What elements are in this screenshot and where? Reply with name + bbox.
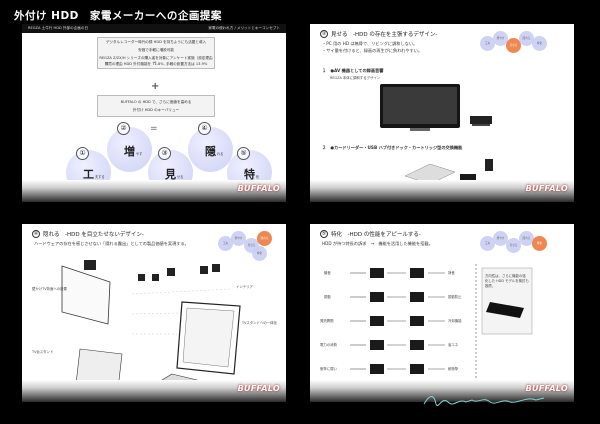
slide-heading: ③ 見せる -HDD の存在を主張するデザイン-	[320, 30, 437, 38]
venn-1: 工夫	[480, 36, 495, 51]
buffalo-logo: BUFFALO	[237, 384, 280, 393]
note-box	[481, 267, 533, 335]
bubble-4	[188, 127, 233, 172]
memory-card-illustration	[485, 159, 493, 171]
bubble-num-1: ①	[76, 147, 89, 160]
slide-footer	[22, 180, 286, 202]
slide-number: ④	[32, 230, 40, 238]
slide-number: ⑤	[320, 230, 328, 238]
slide-header-bar: REGZA 土牛行 HDD 外部の企画の日 家電の使われ方 / メリットとキーコ…	[22, 24, 286, 33]
buffalo-logo: BUFFALO	[525, 184, 568, 193]
section-2: ２ ●カードリーダー・USB ハブ付きドック・カートリッジ型の交換機能	[322, 145, 463, 150]
venn-4: 隠れる	[519, 31, 534, 46]
venn-1: 工夫	[218, 236, 233, 251]
venn-5: 特化	[252, 246, 267, 261]
venn-2: 増やす	[231, 231, 246, 246]
slide-number: ③	[320, 30, 328, 38]
slide-heading: ④ 隠れる -HDD を目立たせないデザイン-	[32, 230, 144, 238]
bubble-num-4: ④	[198, 122, 211, 135]
venn-5: 特化	[532, 36, 547, 51]
venn-1: 工夫	[480, 236, 495, 251]
slide-footer	[310, 180, 574, 202]
section-1: １ ●AV 機器としての録画音響	[322, 68, 384, 73]
slide4-illustrations	[350, 264, 533, 378]
venn-3: 見せる	[506, 238, 521, 253]
venn-5: 特化	[532, 236, 547, 251]
equals-sign: =	[150, 124, 158, 134]
slide-title: 隠れる -HDD を目立たせないデザイン-	[43, 232, 144, 238]
venn-4: 隠れる	[257, 231, 272, 246]
bubble-kanji-2: 増	[124, 145, 135, 158]
buffalo-logo: BUFFALO	[525, 384, 568, 393]
bubble-num-5: ⑤	[237, 147, 250, 160]
sheet-title: 外付け HDD 家電メーカーへの企画提案	[14, 10, 222, 22]
hdd-box-illustration	[470, 116, 492, 124]
header-left: REGZA 土牛行 HDD 外部の企画の日	[28, 26, 89, 30]
slide-description: HDD が持つ特長の訴求 → 機能を活用した機能を搭載。	[322, 241, 433, 246]
venn-2: 増やす	[493, 231, 508, 246]
signature	[423, 396, 545, 406]
slide-show-design: ③ 見せる -HDD の存在を主張するデザイン- ・PC 用の HD は無骨で、…	[310, 24, 574, 202]
background-box: デジタルレコーダー時代の録 HDD を持ちようにも活躍と導入 安価で手軽に増設可…	[97, 37, 215, 69]
venn-2: 増やす	[493, 31, 508, 46]
bubble-kanji-1: 工	[83, 168, 94, 181]
plus-sign: +	[151, 81, 160, 92]
note-text: 方向性は、さらに機能の強化した HDD モデルを検討も推薦。	[485, 274, 529, 288]
slide-specialize: ⑤ 特化 -HDD の性能をアピールする- HDD が持つ特長の訴求 → 機能を…	[310, 224, 574, 402]
slide-description: ハードウェアの存在を感じさせない「隠れる露出」としての製品価値を実現する。	[34, 241, 189, 246]
venn-3: 見せる	[506, 38, 521, 53]
slide-title: 特化 -HDD の性能をアピールする-	[331, 232, 421, 238]
slide-title: 見せる -HDD の存在を主張するデザイン-	[331, 32, 438, 38]
bubble-num-3: ③	[158, 147, 171, 160]
slide-heading: ⑤ 特化 -HDD の性能をアピールする-	[320, 230, 421, 238]
wall-tv-illustration	[61, 265, 111, 325]
header-right: 家電の使われ方 / メリットとキーコンセプト	[208, 26, 280, 30]
buffalo-logo: BUFFALO	[237, 184, 280, 193]
slide3-illustrations	[61, 260, 241, 393]
slide-hidden-design: ④ 隠れる -HDD を目立たせないデザイン- ハードウェアの存在を感じさせない…	[22, 224, 286, 402]
venn-4: 隠れる	[519, 231, 534, 246]
bubble-num-2: ②	[117, 122, 130, 135]
slide2-illustrations	[370, 84, 493, 192]
slide-overview: REGZA 土牛行 HDD 外部の企画の日 家電の使われ方 / メリットとキーコ…	[22, 24, 286, 202]
bubble-kanji-5: 特	[244, 168, 255, 181]
hdd-product-illustration	[486, 302, 524, 318]
value-box: BUFFALO の HDD で、さらに価値を高める 外付け HDD のキーバリュ…	[97, 95, 215, 117]
bubble-2	[107, 127, 152, 172]
bubble-kanji-3: 見	[165, 168, 176, 181]
bubble-kanji-4: 隠	[205, 145, 216, 158]
slide-footer	[310, 380, 574, 402]
slide-footer	[22, 380, 286, 402]
